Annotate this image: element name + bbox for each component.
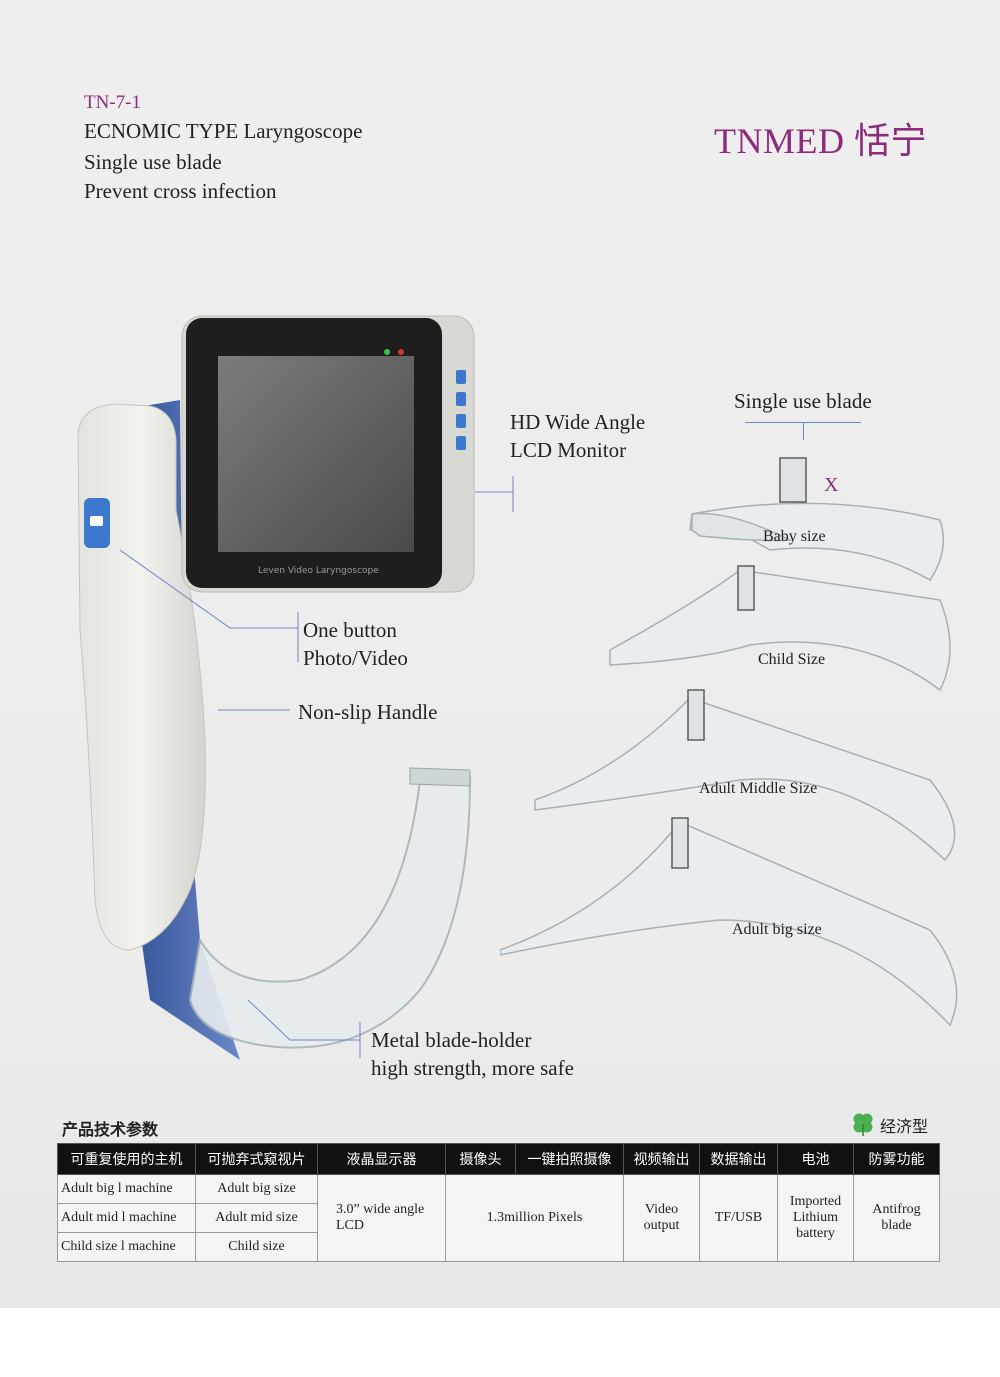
spec-section-title: 产品技术参数	[62, 1120, 159, 1139]
model-number: TN-7-1	[84, 92, 141, 113]
camera-icon	[90, 516, 103, 526]
machine-cell: Adult big l machine	[57, 1174, 196, 1204]
machine-cell: Adult mid l machine	[57, 1203, 196, 1233]
antifog-cell: Antifrog blade	[853, 1174, 940, 1262]
data-cell: TF/USB	[699, 1174, 778, 1262]
blades-title: Single use blade	[734, 389, 872, 413]
header-camera: 摄像头	[445, 1143, 516, 1175]
header-video: 视频输出	[623, 1143, 700, 1175]
blade-cell: Adult big size	[195, 1174, 318, 1204]
video-cell: Video output	[623, 1174, 700, 1262]
feature-line-infection: Prevent cross infection	[84, 179, 277, 203]
machine-cell: Child size l machine	[57, 1232, 196, 1262]
lcd-cell: 3.0” wide angle LCD	[317, 1174, 446, 1262]
blade-size-adult-big: Adult big size	[732, 921, 822, 938]
header-battery: 电池	[777, 1143, 854, 1175]
header-machine: 可重复使用的主机	[57, 1143, 196, 1175]
header-one-button: 一键拍照摄像	[515, 1143, 624, 1175]
blades-title-tick	[803, 422, 804, 440]
battery-cell: Imported Lithium battery	[777, 1174, 854, 1262]
blade-size-child: Child Size	[758, 651, 826, 668]
table-row: Child size l machine Child size	[57, 1232, 940, 1262]
header-blade: 可抛弃式窥视片	[195, 1143, 318, 1175]
blade-cell: Adult mid size	[195, 1203, 318, 1233]
handle-label: Non-slip Handle	[298, 700, 438, 724]
clover-icon	[853, 1113, 873, 1136]
blade-cell: Child size	[195, 1232, 318, 1262]
brand-logo: TNMED 恬宁	[714, 121, 927, 161]
monitor-label-line2: LCD Monitor	[510, 438, 627, 462]
bottom-band	[0, 1308, 1000, 1377]
blades-illustration	[500, 457, 958, 1027]
table-row: Adult big l machine Adult big size 3.0” …	[57, 1174, 940, 1262]
header-lcd: 液晶显示器	[317, 1143, 446, 1175]
economy-badge: 经济型	[880, 1117, 929, 1136]
spec-table: 可重复使用的主机 可抛弃式窥视片 液晶显示器 摄像头 一键拍照摄像 视频输出 数…	[57, 1143, 940, 1262]
feature-line-blade: Single use blade	[84, 150, 222, 174]
button-label-line1: One button	[303, 618, 397, 642]
camera-cell: 1.3million Pixels	[445, 1174, 624, 1262]
header-data: 数据输出	[699, 1143, 778, 1175]
table-row: Adult mid l machine Adult mid size	[57, 1203, 940, 1233]
spec-header-row: 可重复使用的主机 可抛弃式窥视片 液晶显示器 摄像头 一键拍照摄像 视频输出 数…	[57, 1143, 940, 1175]
blade-size-baby: Baby size	[763, 528, 826, 545]
screen-caption: Leven Video Laryngoscope	[258, 566, 379, 576]
blade-size-adult-middle: Adult Middle Size	[699, 780, 818, 797]
blade-mark-x: X	[824, 474, 839, 496]
holder-label-line1: Metal blade-holder	[371, 1028, 532, 1052]
button-label-line2: Photo/Video	[303, 646, 408, 670]
laryngoscope-illustration: Leven Video Laryngoscope	[77, 315, 514, 1060]
holder-label-line2: high strength, more safe	[371, 1056, 574, 1080]
product-title: ECNOMIC TYPE Laryngoscope	[84, 119, 363, 143]
header-antifog: 防雾功能	[853, 1143, 940, 1175]
monitor-label-line1: HD Wide Angle	[510, 410, 646, 434]
